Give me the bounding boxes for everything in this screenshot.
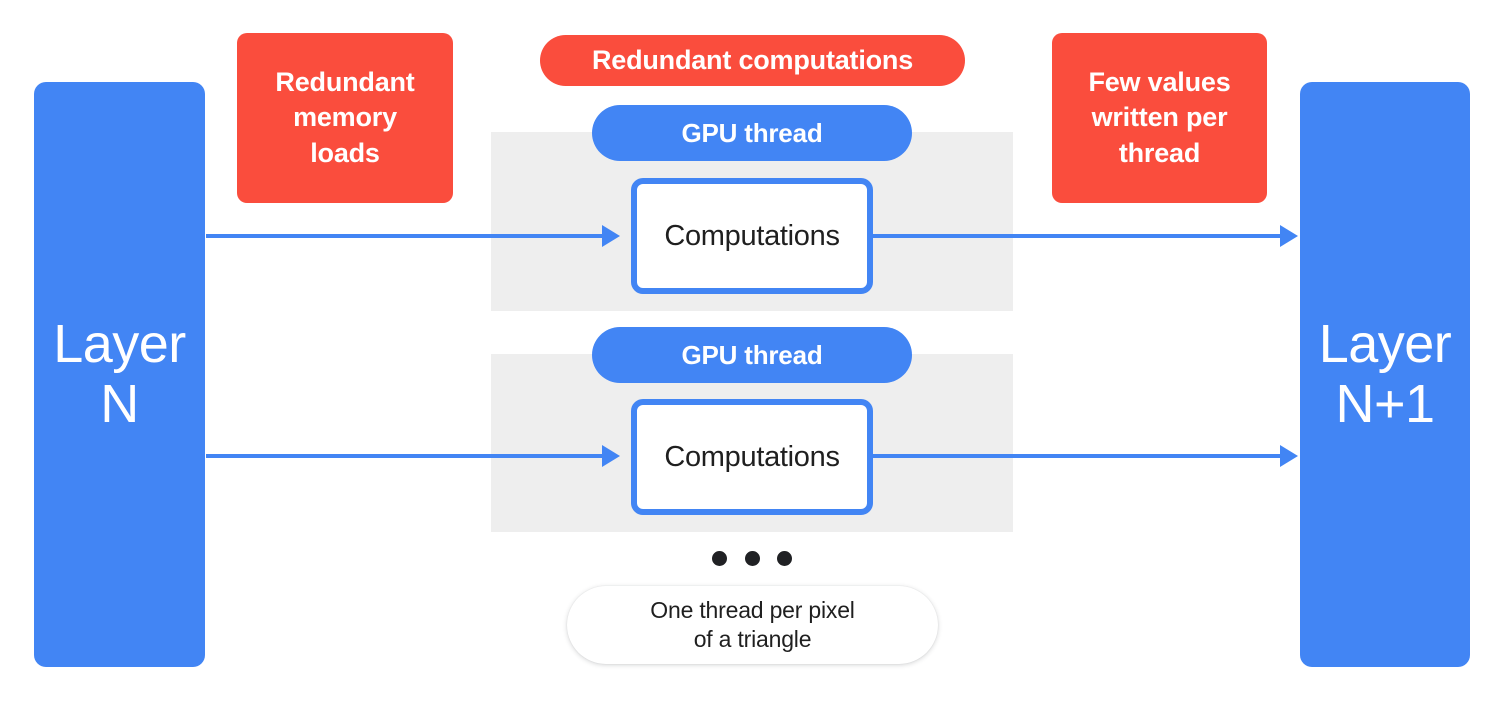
callout-redundant-memory-loads: Redundant memory loads <box>237 33 453 203</box>
arrow-thread-1-to-output <box>873 234 1282 238</box>
computations-box-1: Computations <box>631 178 873 294</box>
gpu-thread-pill-2-label: GPU thread <box>681 339 823 370</box>
layer-n-label: Layer N <box>53 314 186 434</box>
callout-redundant-computations-label: Redundant computations <box>591 45 914 75</box>
layer-n-plus-1-label: Layer N+1 <box>1318 314 1452 434</box>
computations-box-2-label: Computations <box>664 440 840 473</box>
arrow-head-input-to-thread-2 <box>602 445 620 467</box>
callout-few-values-written-per-thread: Few values written per thread <box>1052 33 1267 203</box>
ellipsis-dot <box>777 550 792 566</box>
callout-few-values-written-per-thread-label: Few values written per thread <box>1088 67 1231 168</box>
ellipsis-dot <box>744 550 760 566</box>
arrow-head-input-to-thread-1 <box>602 225 620 247</box>
computations-box-1-label: Computations <box>664 219 840 252</box>
computations-box-2: Computations <box>631 399 873 515</box>
callout-redundant-memory-loads-label: Redundant memory loads <box>275 67 415 168</box>
gpu-thread-pill-2: GPU thread <box>592 327 912 383</box>
arrow-input-to-thread-1 <box>206 234 604 238</box>
note-one-thread-per-pixel-label: One thread per pixel of a triangle <box>650 596 855 652</box>
arrow-head-thread-1-to-output <box>1280 225 1298 247</box>
layer-n-block: Layer N <box>34 82 205 667</box>
callout-redundant-computations: Redundant computations <box>540 35 965 86</box>
note-one-thread-per-pixel: One thread per pixel of a triangle <box>567 586 938 664</box>
arrow-input-to-thread-2 <box>206 454 604 458</box>
arrow-thread-2-to-output <box>873 454 1282 458</box>
gpu-thread-pill-1: GPU thread <box>592 105 912 161</box>
layer-n-plus-1-block: Layer N+1 <box>1300 82 1470 667</box>
ellipsis-dots-icon <box>712 548 792 568</box>
gpu-thread-pill-1-label: GPU thread <box>681 117 823 148</box>
arrow-head-thread-2-to-output <box>1280 445 1298 467</box>
ellipsis-dot <box>712 550 727 566</box>
